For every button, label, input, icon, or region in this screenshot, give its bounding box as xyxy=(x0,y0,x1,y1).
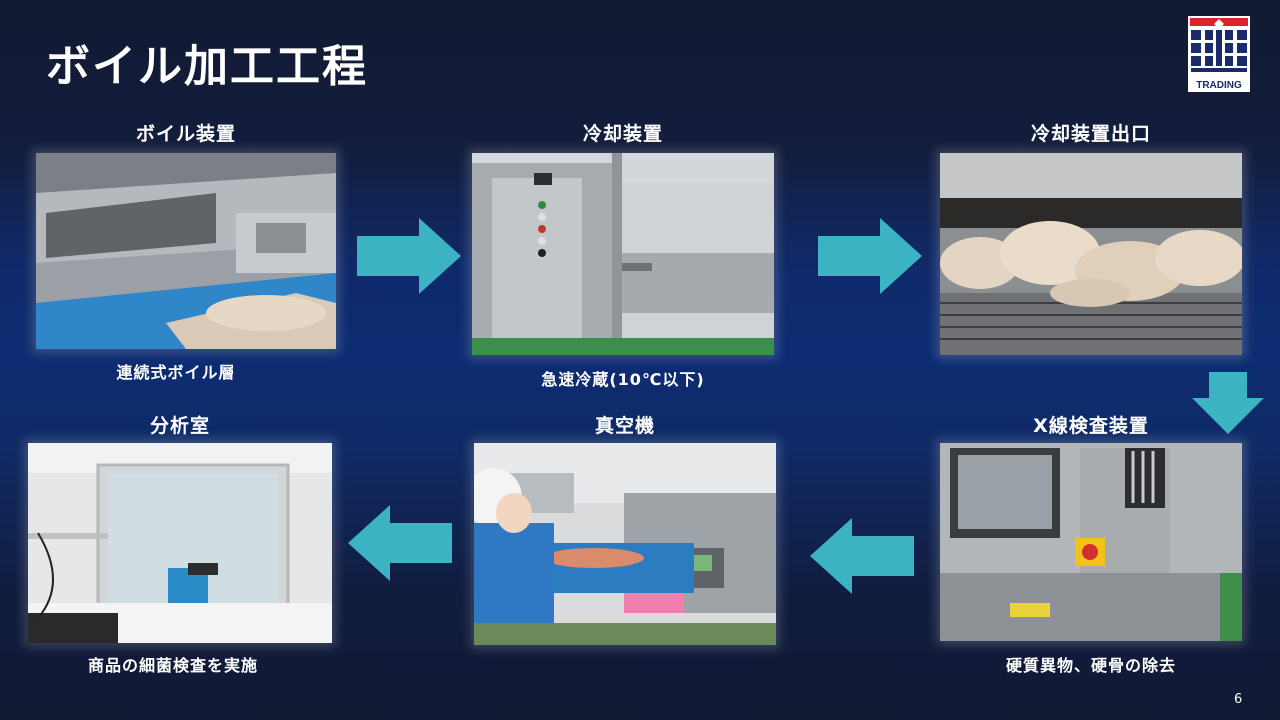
step-label-cooling-exit: 冷却装置出口 xyxy=(1030,123,1151,145)
photo-cooling-apparatus xyxy=(472,153,774,355)
arrow-right-icon xyxy=(357,218,461,294)
step-label-analysis: 分析室 xyxy=(149,415,210,437)
arrow-right-icon xyxy=(818,218,922,294)
photo-xray-inspection xyxy=(940,443,1242,641)
logo-grid-icon xyxy=(1188,16,1250,80)
step-label-cooling: 冷却装置 xyxy=(582,123,663,145)
slide-title: ボイル加工工程 xyxy=(46,41,368,92)
caption-cooling: 急速冷蔵(10℃以下) xyxy=(541,370,705,389)
arrow-down-icon xyxy=(1192,372,1264,434)
arrow-left-icon xyxy=(348,505,452,581)
step-label-xray: X線検査装置 xyxy=(1033,415,1149,437)
caption-xray: 硬質異物、硬骨の除去 xyxy=(1005,656,1176,675)
arrow-left-icon xyxy=(810,518,914,594)
page-number: 6 xyxy=(1234,692,1243,707)
step-label-vacuum: 真空機 xyxy=(594,415,655,437)
photo-cooling-exit xyxy=(940,153,1242,355)
caption-boil: 連続式ボイル層 xyxy=(116,363,236,382)
photo-boil-apparatus xyxy=(36,153,336,349)
step-label-boil: ボイル装置 xyxy=(135,123,236,145)
logo-text: TRADING xyxy=(1196,80,1242,91)
company-logo: TRADING xyxy=(1188,16,1250,92)
caption-analysis: 商品の細菌検査を実施 xyxy=(87,656,258,675)
photo-analysis-room xyxy=(28,443,332,643)
photo-vacuum-machine xyxy=(474,443,776,645)
